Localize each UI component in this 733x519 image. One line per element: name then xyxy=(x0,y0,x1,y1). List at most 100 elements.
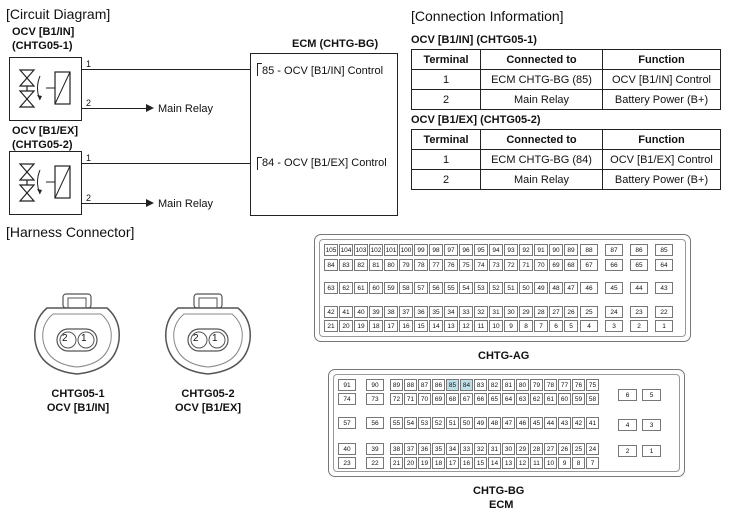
pin-93: 93 xyxy=(504,244,518,256)
pin-94: 94 xyxy=(489,244,503,256)
cell: OCV [B1/IN] Control xyxy=(602,69,721,90)
pin-42: 42 xyxy=(572,417,585,429)
pin-89: 89 xyxy=(564,244,578,256)
pin-52: 52 xyxy=(432,417,445,429)
pin-47: 47 xyxy=(564,282,578,294)
pin-66: 66 xyxy=(605,259,623,271)
pin-21: 21 xyxy=(390,457,403,469)
pin-65: 65 xyxy=(488,393,501,405)
table-row: 2 Main Relay Battery Power (B+) xyxy=(411,89,721,110)
pin-79: 79 xyxy=(399,259,413,271)
pin-62: 62 xyxy=(339,282,353,294)
pin-51: 51 xyxy=(504,282,518,294)
pin-18: 18 xyxy=(369,320,383,332)
pin-43: 43 xyxy=(655,282,673,294)
pin-97: 97 xyxy=(444,244,458,256)
pin-17: 17 xyxy=(446,457,459,469)
pin-11: 11 xyxy=(530,457,543,469)
pin-2: 2 xyxy=(630,320,648,332)
pin-85: 85 xyxy=(446,379,459,391)
main-relay-label-1: Main Relay xyxy=(158,103,214,115)
pin-61: 61 xyxy=(354,282,368,294)
pin-47: 47 xyxy=(502,417,515,429)
pin-98: 98 xyxy=(429,244,443,256)
pin-31: 31 xyxy=(488,443,501,455)
pin-58: 58 xyxy=(399,282,413,294)
pin-31: 31 xyxy=(489,306,503,318)
pin-70: 70 xyxy=(534,259,548,271)
pin-46: 46 xyxy=(516,417,529,429)
circuit-diagram-title: [Circuit Diagram] xyxy=(6,6,111,22)
cell: Main Relay xyxy=(480,169,603,190)
pin-46: 46 xyxy=(580,282,598,294)
header-terminal: Terminal xyxy=(411,49,481,70)
pin-39: 39 xyxy=(366,443,384,455)
pin-1: 1 xyxy=(642,445,661,457)
ocv1-name: OCV [B1/IN] xyxy=(12,26,75,38)
pin-44: 44 xyxy=(544,417,557,429)
pin-64: 64 xyxy=(655,259,673,271)
pin-22: 22 xyxy=(366,457,384,469)
pin-33: 33 xyxy=(460,443,473,455)
arrow-icon xyxy=(146,104,154,112)
pin-60: 60 xyxy=(558,393,571,405)
pin-26: 26 xyxy=(564,306,578,318)
ecm-bg-label-2: ECM xyxy=(489,499,514,511)
pin-90: 90 xyxy=(549,244,563,256)
pin-72: 72 xyxy=(504,259,518,271)
pin-88: 88 xyxy=(580,244,598,256)
ocv2-connector: (CHTG05-2) xyxy=(12,139,73,151)
pin-6: 6 xyxy=(618,389,637,401)
pin-66: 66 xyxy=(474,393,487,405)
pin-10: 10 xyxy=(489,320,503,332)
pin-22: 22 xyxy=(655,306,673,318)
pin-103: 103 xyxy=(354,244,368,256)
ecm-pin-85: 85 - OCV [B1/IN] Control xyxy=(262,65,384,77)
header-function: Function xyxy=(602,49,721,70)
pin-18: 18 xyxy=(432,457,445,469)
pin-12: 12 xyxy=(516,457,529,469)
pin-49: 49 xyxy=(474,417,487,429)
pin-57: 57 xyxy=(414,282,428,294)
pin-63: 63 xyxy=(516,393,529,405)
pin-27: 27 xyxy=(549,306,563,318)
connection-table-1: Terminal Connected to Function 1 ECM CHT… xyxy=(411,49,721,110)
pin-53: 53 xyxy=(474,282,488,294)
pin-51: 51 xyxy=(446,417,459,429)
c2-pin-2: 2 xyxy=(193,333,199,344)
pin-44: 44 xyxy=(630,282,648,294)
arrow-icon xyxy=(146,199,154,207)
pin-55: 55 xyxy=(390,417,403,429)
cell: 2 xyxy=(411,169,481,190)
pin-28: 28 xyxy=(530,443,543,455)
pin-20: 20 xyxy=(339,320,353,332)
pin-56: 56 xyxy=(429,282,443,294)
header-connected-to: Connected to xyxy=(480,49,603,70)
pin-7: 7 xyxy=(586,457,599,469)
pin-96: 96 xyxy=(459,244,473,256)
pin-87: 87 xyxy=(418,379,431,391)
pin-32: 32 xyxy=(474,443,487,455)
ecm-ag-label: CHTG-AG xyxy=(478,350,530,362)
cell: Battery Power (B+) xyxy=(602,169,721,190)
pin-12: 12 xyxy=(459,320,473,332)
pin-60: 60 xyxy=(369,282,383,294)
cell: 1 xyxy=(411,69,481,90)
cell: Battery Power (B+) xyxy=(602,89,721,110)
pin-38: 38 xyxy=(384,306,398,318)
pin-73: 73 xyxy=(489,259,503,271)
pin-100: 100 xyxy=(399,244,413,256)
pin-14: 14 xyxy=(429,320,443,332)
pin-50: 50 xyxy=(519,282,533,294)
pin-99: 99 xyxy=(414,244,428,256)
ecm-pin-84: 84 - OCV [B1/EX] Control xyxy=(262,157,387,169)
ocv1-connector: (CHTG05-1) xyxy=(12,40,73,52)
cell: 2 xyxy=(411,89,481,110)
cell: Main Relay xyxy=(480,89,603,110)
pin-69: 69 xyxy=(432,393,445,405)
pin-82: 82 xyxy=(488,379,501,391)
pin-89: 89 xyxy=(390,379,403,391)
pin-10: 10 xyxy=(544,457,557,469)
pin-71: 71 xyxy=(404,393,417,405)
pin-25: 25 xyxy=(580,306,598,318)
